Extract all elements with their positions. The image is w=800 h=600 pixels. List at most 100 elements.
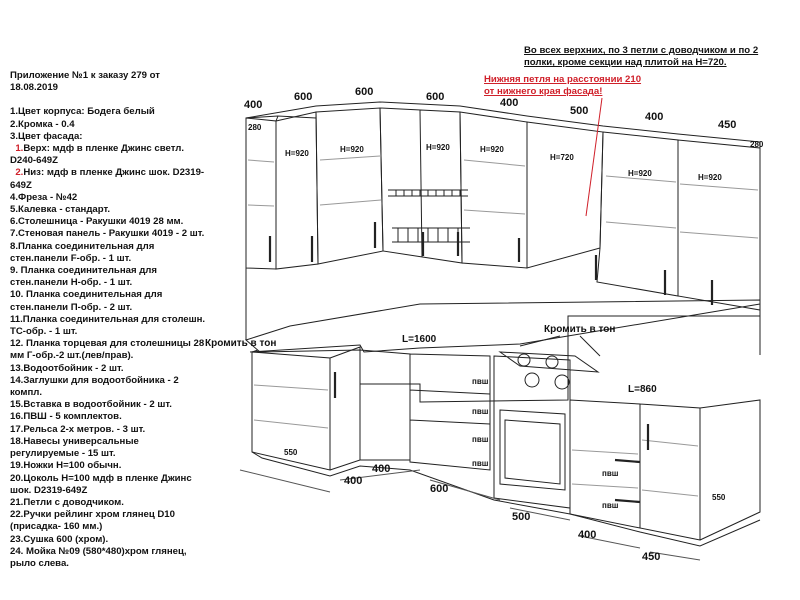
- spec-item-text: 5.Калевка - стандарт.: [10, 204, 111, 216]
- spec-item-text: 13.Водоотбойник - 2 шт.: [10, 362, 124, 374]
- upper-cabinet-4: [379, 107, 463, 264]
- dish-rack: [388, 189, 470, 243]
- spec-item: 9. Планка соединительная для стен.панели…: [10, 265, 210, 289]
- spec-item-text: 11.Планка соединительная для столешн. ТС…: [10, 313, 208, 338]
- lower-hinge-note: Нижняя петля на расстоянии 210 от нижнег…: [484, 74, 642, 97]
- spec-item-text: 14.Заглушки для водоотбойника - 2 компл.: [10, 374, 182, 399]
- spec-item-text: 6.Столешница - Ракушки 4019 28 мм.: [10, 216, 184, 228]
- dim-upper-1: 400: [244, 99, 262, 111]
- dim-lower-5: 450: [642, 551, 660, 563]
- depth-lower-left: 550: [284, 448, 298, 457]
- burner: [517, 353, 531, 367]
- dim-lower-2: 600: [430, 483, 448, 495]
- spec-item: 4.Фреза - №42: [10, 192, 210, 204]
- spec-item: 22.Ручки рейлинг хром глянец D10 (присад…: [10, 509, 210, 533]
- spec-item-text: 3.Цвет фасада:: [10, 130, 83, 142]
- spec-item-text: 18.Навесы универсальные регулируемые - 1…: [10, 435, 142, 460]
- spec-item-text: 7.Стеновая панель - Ракушки 4019 - 2 шт.: [10, 228, 205, 240]
- dim-lower-4: 400: [578, 529, 596, 541]
- spec-item-text: 8.Планка соединительная для стен.панели …: [10, 240, 158, 264]
- dim-upper-4: 600: [426, 91, 444, 103]
- spec-item-text: 21.Петли с доводчиком.: [10, 496, 124, 508]
- dim-lower-1: 400: [372, 463, 390, 475]
- spec-item: 7.Стеновая панель - Ракушки 4019 - 2 шт.: [10, 228, 210, 240]
- spec-item-text: 9. Планка соединительная для стен.панели…: [10, 265, 160, 289]
- upper-cabinet-1: [245, 115, 317, 270]
- spec-item: 18.Навесы универсальные регулируемые - 1…: [10, 436, 210, 460]
- dim-upper-8: 450: [718, 119, 736, 131]
- pvsh-label: пвш: [472, 377, 489, 386]
- spec-item: 14.Заглушки для водоотбойника - 2 компл.: [10, 375, 210, 399]
- spec-item: 2.Кромка - 0.4: [10, 119, 210, 131]
- spec-heading: Приложение №1 к заказу 279 от 18.08.2019: [10, 70, 163, 94]
- spec-item-prefix: 2.: [15, 167, 24, 179]
- height-upper-2: Н=920: [340, 145, 364, 154]
- dim-lower-3: 500: [512, 511, 530, 523]
- lower-cabinet-left: [251, 346, 361, 471]
- height-upper-5: Н=720: [550, 153, 574, 162]
- worktop: [244, 299, 761, 403]
- spec-item: 8.Планка соединительная для стен.панели …: [10, 241, 210, 265]
- spec-item-text: 15.Вставка в водоотбойник - 2 шт.: [10, 399, 172, 411]
- spec-item: 17.Рельса 2-х метров. - 3 шт.: [10, 424, 210, 436]
- depth-lower-right: 550: [712, 493, 726, 502]
- spec-item: 5.Калевка - стандарт.: [10, 204, 210, 216]
- height-upper-7: Н=920: [698, 173, 722, 182]
- spec-item: 16.ПВШ - 5 комплектов.: [10, 411, 210, 423]
- spec-item-text: 1.Цвет корпуса: Бодега белый: [10, 106, 155, 118]
- dim-upper-3: 600: [355, 86, 373, 98]
- spec-item: 15.Вставка в водоотбойник - 2 шт.: [10, 399, 210, 411]
- spec-item-text: 24. Мойка №09 (580*480)хром глянец, рыло…: [10, 545, 190, 569]
- spec-item: 10. Планка соединительная для стен.панел…: [10, 289, 210, 313]
- pvsh-label: пвш: [472, 407, 489, 416]
- upper-cabinet-6: [526, 121, 604, 269]
- spec-item-text: 19.Ножки Н=100 обычн.: [10, 460, 122, 472]
- edge-label-left: Кромить в тон: [205, 338, 276, 349]
- worktop-right-length: L=860: [628, 384, 657, 395]
- spec-item: 13.Водоотбойник - 2 шт.: [10, 363, 210, 375]
- height-upper-1: Н=920: [285, 149, 309, 158]
- height-upper-3: Н=920: [426, 143, 450, 152]
- spec-item-text: 4.Фреза - №42: [10, 191, 78, 203]
- upper-cabinet-5: [459, 111, 528, 269]
- spec-item-text: 12. Планка торцевая для столешницы 28 мм…: [10, 338, 207, 362]
- pvsh-label: пвш: [472, 435, 489, 444]
- pvsh-label: пвш: [602, 501, 619, 510]
- dim-upper-6: 500: [570, 105, 588, 117]
- specification-list: Приложение №1 к заказу 279 от 18.08.2019…: [10, 70, 210, 570]
- burner: [554, 374, 570, 390]
- height-upper-4: Н=920: [480, 145, 504, 154]
- burner: [524, 372, 540, 388]
- spec-item: 2.Низ: мдф в пленке Джинс шок. D2319-649…: [10, 167, 210, 191]
- spec-item-text: Низ: мдф в пленке Джинс шок. D2319-649Z: [10, 167, 205, 191]
- pvsh-label: пвш: [472, 459, 489, 468]
- note-arrow: [585, 97, 603, 217]
- upper-cabinet-8: [677, 139, 761, 311]
- burner: [545, 355, 559, 369]
- hinges-note: Во всех верхних, по 3 петли с доводчиком…: [524, 45, 759, 68]
- spec-item: 1.Цвет корпуса: Бодега белый: [10, 106, 210, 118]
- spec-item-text: Верх: мдф в пленке Джинс светл. D240-649…: [10, 143, 187, 167]
- spec-item: 21.Петли с доводчиком.: [10, 497, 210, 509]
- spec-item: 1.Верх: мдф в пленке Джинс светл. D240-6…: [10, 143, 210, 167]
- spec-item-text: 22.Ручки рейлинг хром глянец D10 (присад…: [10, 509, 178, 533]
- depth-upper-left: 280: [248, 123, 262, 132]
- dim-upper-2: 600: [294, 91, 312, 103]
- upper-cabinet-7: [596, 131, 679, 297]
- dim-upper-7: 400: [645, 111, 663, 123]
- edge-label-right: Кромить в тон: [544, 324, 615, 335]
- spec-item-text: 20.Цоколь Н=100 мдф в пленке Джинс шок. …: [10, 472, 195, 496]
- spec-item: 3.Цвет фасада:: [10, 131, 210, 143]
- upper-cabinet-3: [315, 107, 384, 265]
- spec-item: 12. Планка торцевая для столешницы 28 мм…: [10, 338, 210, 362]
- spec-item: 6.Столешница - Ракушки 4019 28 мм.: [10, 216, 210, 228]
- lower-cabinet-right: [569, 399, 761, 541]
- spec-item: 23.Сушка 600 (хром).: [10, 534, 210, 546]
- spec-item-prefix: 1.: [15, 143, 24, 155]
- spec-item-text: 23.Сушка 600 (хром).: [10, 533, 109, 545]
- worktop-left-length: L=1600: [402, 334, 437, 345]
- pvsh-label: пвш: [602, 469, 619, 478]
- depth-upper-right: 280: [750, 140, 764, 149]
